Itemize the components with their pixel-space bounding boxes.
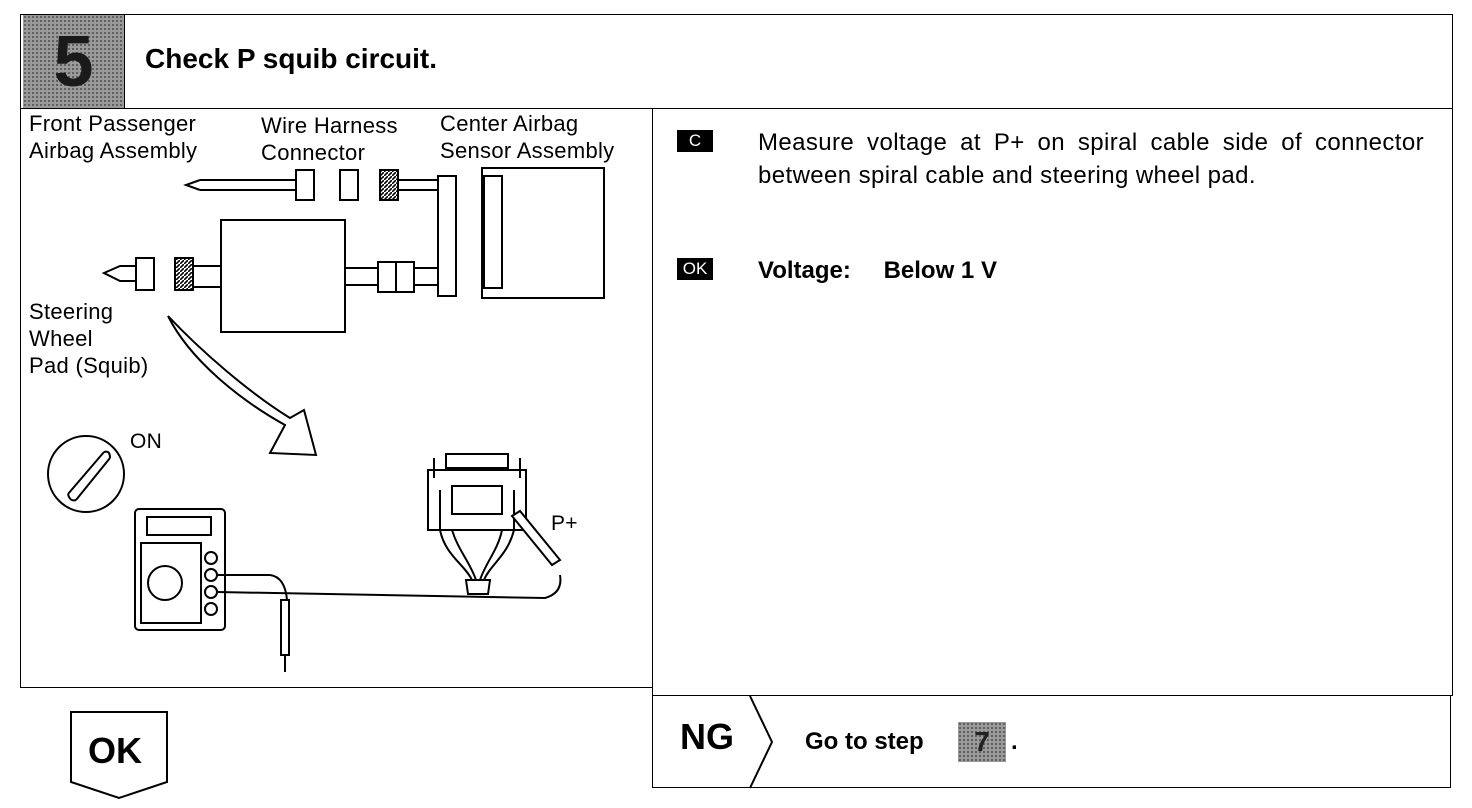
front-passenger-airbag-label: Front Passenger Airbag Assembly [29,111,198,163]
wire-harness-connector-label: Wire Harness Connector [261,113,398,165]
mode-badge: C [677,130,713,152]
voltage-label: Voltage: [758,257,851,284]
instruction-panel [652,108,1453,696]
ignition-on-label: ON [130,430,163,453]
center-airbag-sensor-label: Center Airbag Sensor Assembly [440,111,615,163]
steering-wheel-pad-label: Steering Wheel Pad (Squib) [29,299,149,378]
voltage-value: Below 1 V [883,257,997,284]
ok-badge: OK [677,258,713,280]
diagram-panel [20,108,653,688]
voltage-result: Voltage: Below 1 V [758,257,997,285]
step-number-badge: 5 [23,15,125,108]
ng-outcome-label: NG [680,716,734,757]
ok-outcome-label[interactable]: OK [88,730,142,771]
meter-unit-label: V [174,521,185,538]
probe-label: P+ [551,512,578,535]
ng-punctuation: . [1011,728,1018,755]
ng-goto-text: Go to step [805,728,924,755]
ng-step-link[interactable]: 7 [958,722,1006,762]
plus-terminal-label: + [187,583,197,600]
ng-outcome-box [652,695,1451,788]
step-title: Check P squib circuit. [145,43,438,74]
step-header: 5 Check P squib circuit. [20,14,1453,109]
spiral-cable-label: Spiral Cable [246,241,305,293]
instruction-text: Measure voltage at P+ on spiral cable si… [758,129,1424,189]
